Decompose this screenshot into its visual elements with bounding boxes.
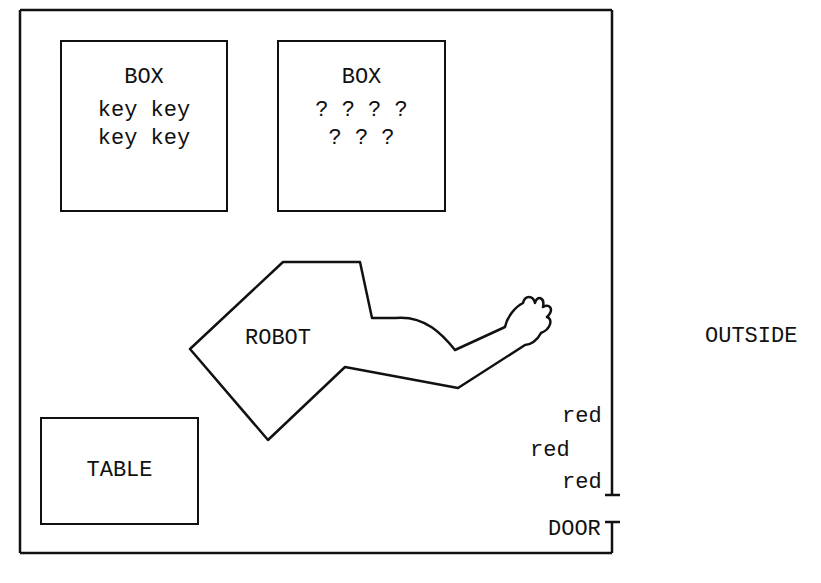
- wall: [20, 9, 612, 12]
- node-contents: ? ? ? ? ? ? ?: [306, 97, 418, 154]
- region-label: OUTSIDE: [705, 326, 797, 348]
- node-heading: BOX: [279, 64, 444, 93]
- room-label: DOOR: [548, 519, 601, 541]
- node-contents: key key key key: [88, 97, 200, 154]
- node-heading: TABLE: [42, 457, 197, 486]
- node-heading: ROBOT: [245, 325, 311, 354]
- node-heading: BOX: [62, 64, 226, 93]
- room-label: red: [562, 472, 602, 494]
- wall: [611, 10, 614, 495]
- robot-outline: [185, 255, 550, 450]
- room-label: red: [530, 440, 570, 462]
- room-label: red: [562, 406, 602, 428]
- door-jamb: [605, 494, 620, 497]
- robot-shape: ROBOT: [185, 255, 550, 450]
- robot-body: [190, 262, 551, 440]
- box: BOX ? ? ? ? ? ? ?: [277, 40, 446, 212]
- box: TABLE: [40, 417, 199, 525]
- wall: [19, 10, 22, 553]
- box: BOX key key key key: [60, 40, 228, 212]
- wall: [611, 522, 614, 553]
- wall: [20, 552, 612, 555]
